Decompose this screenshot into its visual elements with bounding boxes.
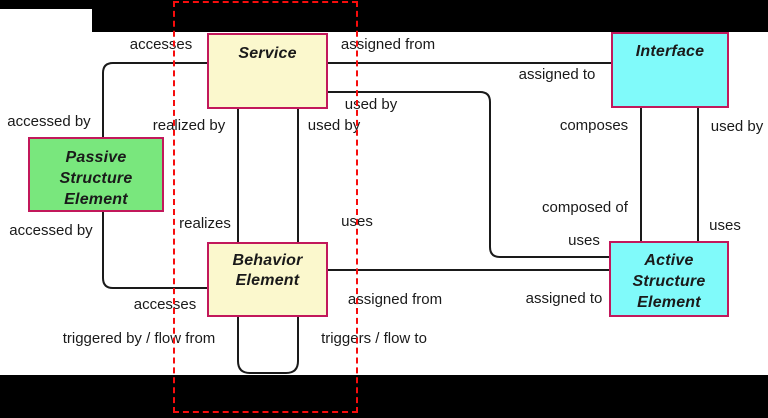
label-uses-left: uses	[341, 213, 373, 230]
service-box-title: Service	[238, 45, 297, 62]
label-used-by-right: used by	[710, 118, 764, 135]
connector-service-active-used	[328, 91, 609, 258]
behavior-element-box: Behavior Element	[207, 242, 328, 317]
label-triggered-by-flow-from: triggered by / flow from	[62, 330, 216, 347]
interface-box: Interface	[611, 32, 729, 108]
top-bar-white-notch	[0, 9, 92, 32]
label-assigned-from-bottom: assigned from	[347, 291, 443, 308]
label-assigned-to-bottom: assigned to	[525, 290, 603, 307]
label-realized-by: realized by	[152, 117, 226, 134]
label-used-by-mid: used by	[307, 117, 361, 134]
label-accesses-top: accesses	[129, 36, 193, 53]
label-accesses-bottom: accesses	[133, 296, 197, 313]
label-uses-right: uses	[709, 217, 741, 234]
active-structure-element-title: Active Structure Element	[632, 252, 706, 311]
connector-behavior-self-trigger-loop	[237, 317, 299, 374]
label-accessed-by-bottom: accessed by	[9, 222, 93, 239]
label-assigned-to-top: assigned to	[518, 66, 596, 83]
label-composes: composes	[559, 117, 629, 134]
passive-structure-element-box: Passive Structure Element	[28, 137, 164, 212]
top-black-bar	[0, 0, 768, 32]
connector-service-passive-accesses	[102, 62, 207, 137]
connector-passive-behavior-accesses	[102, 211, 207, 289]
passive-structure-element-title: Passive Structure Element	[59, 149, 133, 208]
behavior-element-title: Behavior Element	[232, 252, 303, 289]
bottom-black-bar	[0, 375, 768, 418]
label-triggers-flow-to: triggers / flow to	[321, 330, 427, 347]
label-uses-mid: uses	[568, 232, 600, 249]
label-composed-of: composed of	[542, 199, 628, 216]
active-structure-element-box: Active Structure Element	[609, 241, 729, 317]
label-used-by-upper: used by	[344, 96, 398, 113]
label-assigned-from-top: assigned from	[340, 36, 436, 53]
label-accessed-by-top: accessed by	[7, 113, 91, 130]
interface-box-title: Interface	[635, 43, 705, 60]
label-realizes: realizes	[179, 215, 231, 232]
service-box: Service	[207, 33, 328, 109]
